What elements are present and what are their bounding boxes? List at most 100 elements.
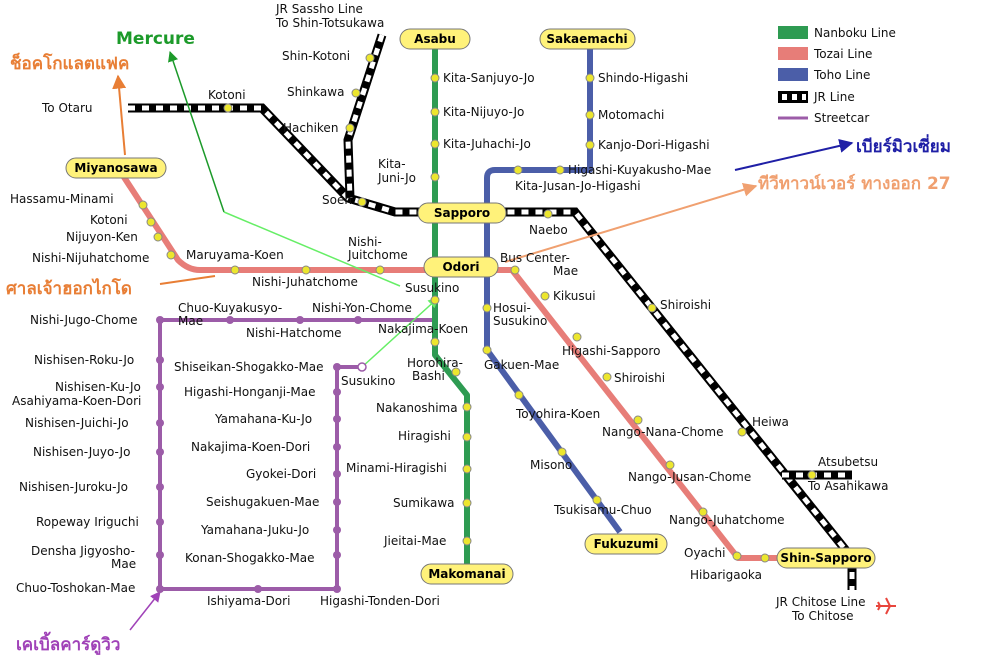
station-shin-kotoni[interactable]: Shin-Kotoni [282,49,350,63]
terminal-shin-sapporo[interactable]: Shin-Sapporo [776,547,876,569]
terminal-asabu[interactable]: Asabu [399,28,471,50]
stop-nishi-jugo[interactable]: Nishi-Jugo-Chome [30,313,138,327]
station-hiragishi[interactable]: Hiragishi [398,429,451,443]
stop-chuo-kuyakusyo-line2[interactable]: Mae [178,314,203,328]
stop-nishisen-juroku[interactable]: Nishisen-Juroku-Jo [19,480,128,494]
station-susukino[interactable]: Susukino [405,281,459,295]
jr-otaru-label: To Otaru [41,101,93,115]
station-nishi-juit-line2[interactable]: Juitchome [347,248,408,262]
station-dots [138,53,817,563]
station-jieitai[interactable]: Jieitai-Mae [383,534,446,548]
stop-chuo-toshokan[interactable]: Chuo-Toshokan-Mae [16,581,135,595]
station-heiwa[interactable]: Heiwa [752,415,789,429]
station-sumikawa[interactable]: Sumikawa [393,496,455,510]
terminal-shin-sapporo-label: Shin-Sapporo [780,551,871,565]
station-tsukisamu[interactable]: Tsukisamu-Chuo [553,503,652,517]
station-shiroishi-jr[interactable]: Shiroishi [660,298,711,312]
station-hachiken[interactable]: Hachiken [283,121,338,135]
terminal-miyanosawa-label: Miyanosawa [74,161,157,175]
station-bus-center-line2[interactable]: Mae [553,264,578,278]
stop-ropeway[interactable]: Ropeway Iriguchi [36,515,139,529]
station-kita-nijuyo[interactable]: Kita-Nijuyo-Jo [443,105,524,119]
station-naebo[interactable]: Naebo [529,223,568,237]
terminal-sakaemachi[interactable]: Sakaemachi [539,28,636,50]
stop-chuo-kuyakusyo-line1[interactable]: Chuo-Kuyakusyo- [178,301,282,315]
station-toyohira[interactable]: Toyohira-Koen [515,407,600,421]
station-nango-juhat[interactable]: Nango-Juhatchome [669,513,785,527]
stop-nakajima-koen-dori[interactable]: Nakajima-Koen-Dori [191,440,310,454]
station-nakanoshima[interactable]: Nakanoshima [376,401,458,415]
station-nishi-juhat[interactable]: Nishi-Juhatchome [252,275,358,289]
station-horohira-line1[interactable]: Horohira- [407,356,463,370]
legend: Nanboku Line Tozai Line Toho Line JR Lin… [778,26,896,125]
legend-tozai-swatch [778,47,808,60]
stop-nishisen-juichi[interactable]: Nishisen-Juichi-Jo [25,416,129,430]
station-hosui-line1[interactable]: Hosui- [493,301,531,315]
stop-nishi-yon[interactable]: Nishi-Yon-Chome [312,301,412,315]
stop-shiseikan[interactable]: Shiseikan-Shogakko-Mae [174,360,324,374]
stop-higashi-honganji[interactable]: Higashi-Honganji-Mae [184,385,315,399]
stop-asahiyama[interactable]: Asahiyama-Koen-Dori [12,394,141,408]
station-maruyama[interactable]: Maruyama-Koen [186,248,284,262]
stop-nishi-hatchome[interactable]: Nishi-Hatchome [246,326,342,340]
station-motomachi[interactable]: Motomachi [598,108,664,122]
legend-jr-swatch [778,91,808,103]
stop-yamahana-juku[interactable]: Yamahana-Juku-Jo [200,523,309,537]
stop-densha-line1[interactable]: Densha Jigyosho- [31,544,135,558]
stop-nishisen-roku[interactable]: Nishisen-Roku-Jo [34,353,134,367]
station-minami-hiragishi[interactable]: Minami-Hiragishi [346,461,447,475]
terminal-miyanosawa[interactable]: Miyanosawa [65,157,167,179]
stop-yamahana-ku[interactable]: Yamahana-Ku-Jo [214,412,312,426]
station-oyachi[interactable]: Oyachi [684,546,725,560]
station-nango-nana[interactable]: Nango-Nana-Chome [602,425,723,439]
terminal-asabu-label: Asabu [414,32,456,46]
station-hassamu[interactable]: Hassamu-Minami [10,192,114,206]
jr-lines [128,33,857,590]
station-bus-center-line1[interactable]: Bus Center- [500,251,570,265]
station-nango-jusan[interactable]: Nango-Jusan-Chome [628,470,751,484]
station-horohira-line2[interactable]: Bashi [412,369,445,383]
stop-nishisen-juyo[interactable]: Nishisen-Juyo-Jo [33,445,130,459]
station-higashi-sapporo[interactable]: Higashi-Sapporo [562,344,660,358]
terminal-fukuzumi[interactable]: Fukuzumi [584,533,668,555]
station-kotoni[interactable]: Kotoni [90,213,128,227]
station-shiroishi[interactable]: Shiroishi [614,371,665,385]
stop-nishisen-ku[interactable]: Nishisen-Ku-Jo [55,380,141,394]
station-nishi-niju[interactable]: Nishi-Nijuhatchome [32,251,149,265]
station-kikusui[interactable]: Kikusui [553,289,596,303]
station-hosui-line2[interactable]: Susukino [493,314,547,328]
station-kita-juhachi[interactable]: Kita-Juhachi-Jo [443,137,531,151]
stop-susukino-sc[interactable]: Susukino [341,374,395,388]
legend-toho-swatch [778,68,808,81]
station-shinkawa[interactable]: Shinkawa [287,85,344,99]
annotation-arrows [112,51,854,631]
terminal-makomanai[interactable]: Makomanai [420,563,514,585]
station-misono[interactable]: Misono [530,458,572,472]
terminal-sapporo[interactable]: Sapporo [417,202,507,224]
stop-densha-line2[interactable]: Mae [111,557,136,571]
legend-nanboku-label: Nanboku Line [814,26,896,40]
terminal-odori[interactable]: Odori [423,256,499,278]
station-kita-sanjuyo[interactable]: Kita-Sanjuyo-Jo [443,71,535,85]
station-kita-jusan[interactable]: Kita-Jusan-Jo-Higashi [515,179,641,193]
stop-ishiyama[interactable]: Ishiyama-Dori [207,594,290,608]
station-shindo[interactable]: Shindo-Higashi [598,71,688,85]
station-nishi-juit-line1[interactable]: Nishi- [348,235,382,249]
station-hibarigaoka[interactable]: Hibarigaoka [690,568,762,582]
legend-streetcar-label: Streetcar [814,111,869,125]
stop-konan[interactable]: Konan-Shogakko-Mae [185,551,315,565]
stop-seishugakuen[interactable]: Seishugakuen-Mae [206,495,319,509]
station-nijuyon[interactable]: Nijuyon-Ken [66,230,138,244]
station-gakuen[interactable]: Gakuen-Mae [484,358,559,372]
stop-gyokei[interactable]: Gyokei-Dori [246,467,316,481]
station-nakajima[interactable]: Nakajima-Koen [378,322,468,336]
station-atsubetsu[interactable]: Atsubetsu [818,455,878,469]
station-kita-juni-line1[interactable]: Kita- [378,157,406,171]
station-kanjo[interactable]: Kanjo-Dori-Higashi [598,138,710,152]
station-kita-juni-line2[interactable]: Juni-Jo [377,171,416,185]
stop-higashi-tonden[interactable]: Higashi-Tonden-Dori [320,594,440,608]
terminal-fukuzumi-label: Fukuzumi [594,537,659,551]
station-soen[interactable]: Soen [322,193,352,207]
station-kuyakusho[interactable]: Higashi-Kuyakusho-Mae [568,163,711,177]
station-kotoni-jr[interactable]: Kotoni [208,88,246,102]
